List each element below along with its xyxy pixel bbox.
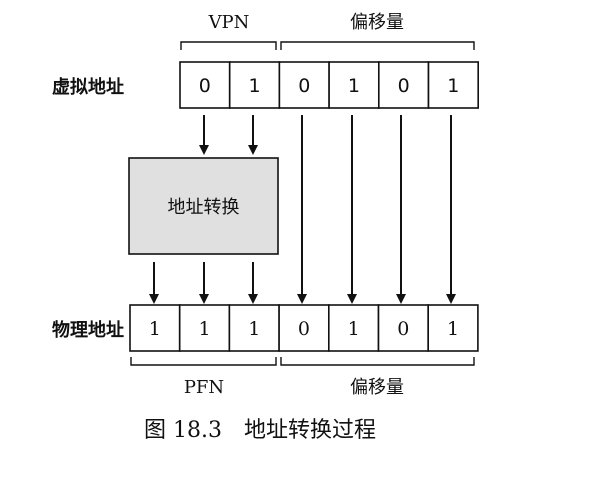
virtual-bit-value: 0 [398, 75, 410, 97]
pfn-bracket [130, 357, 277, 366]
virtual-bit-value: 1 [249, 75, 261, 97]
virtual-address-row: 0 1 0 1 0 1 [179, 61, 480, 109]
physical-bit-value: 0 [298, 318, 310, 340]
virtual-bit-cell [179, 61, 231, 109]
figure-caption: 图 18.3 地址转换过程 [144, 418, 376, 443]
physical-bit-value: 1 [348, 318, 360, 340]
physical-bit-value: 1 [248, 318, 260, 340]
physical-address-label: 物理地址 [52, 319, 124, 341]
physical-address-row: 1 1 1 0 1 0 1 [129, 304, 479, 352]
offset-bracket-top [280, 41, 475, 50]
physical-bit-cell [427, 304, 479, 352]
virtual-bit-cell [278, 61, 330, 109]
virtual-bit-cell [427, 61, 480, 109]
physical-bit-cell [228, 304, 280, 352]
translation-label: 地址转换 [168, 197, 240, 218]
vpn-bracket [180, 41, 277, 50]
pfn-label: PFN [184, 377, 224, 398]
physical-bit-value: 0 [397, 318, 409, 340]
physical-bit-value: 1 [199, 318, 211, 340]
virtual-bit-value: 1 [348, 75, 360, 97]
virtual-bit-value: 0 [298, 75, 310, 97]
translation-box [128, 157, 279, 255]
virtual-bit-cell [377, 61, 430, 109]
physical-bit-cell [377, 304, 430, 352]
vpn-label: VPN [208, 12, 250, 33]
virtual-bit-value: 0 [199, 75, 211, 97]
offset-label-top: 偏移量 [350, 12, 404, 33]
virtual-bit-cell [228, 61, 281, 109]
physical-bit-value: 1 [149, 318, 161, 340]
virtual-bit-value: 1 [447, 75, 459, 97]
offset-bracket-bottom [280, 357, 475, 366]
physical-bit-cell [178, 304, 231, 352]
virtual-address-label: 虚拟地址 [52, 76, 124, 98]
offset-label-bottom: 偏移量 [350, 377, 404, 398]
physical-bit-cell [278, 304, 330, 352]
physical-bit-value: 1 [447, 318, 459, 340]
address-translation-diagram: VPN 偏移量 虚拟地址 0 1 0 1 0 1 地址转换 物理地址 1 1 1 0 1 0 1 PF… [52, 12, 480, 398]
